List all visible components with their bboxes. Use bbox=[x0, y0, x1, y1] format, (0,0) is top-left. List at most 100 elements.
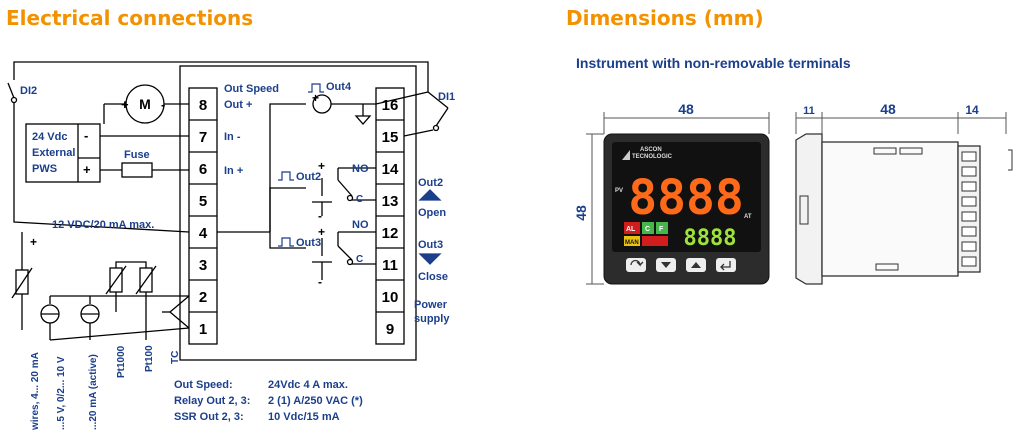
close-arrow-icon bbox=[418, 253, 442, 265]
terminal-8: 8 bbox=[199, 97, 207, 114]
out2-plus-sign: + bbox=[318, 159, 325, 173]
indicator-bar bbox=[642, 236, 668, 246]
electrical-connections-heading: Electrical connections bbox=[6, 6, 254, 30]
in-minus-label: In - bbox=[224, 131, 241, 143]
out2-relay-label: Out2 bbox=[296, 171, 321, 183]
terminal-2: 2 bbox=[199, 289, 207, 306]
wiring-diagram bbox=[7, 61, 449, 361]
out2-minus-sign: - bbox=[318, 209, 322, 223]
brand-line-2: TECNOLOGIC bbox=[632, 154, 673, 160]
in-plus-label: In + bbox=[224, 165, 243, 177]
c-label-out2: C bbox=[356, 194, 363, 205]
dimensions-subtitle: Instrument with non-removable terminals bbox=[576, 55, 851, 71]
enter-button[interactable] bbox=[716, 258, 736, 272]
down-arrow-icon bbox=[661, 262, 671, 268]
terminal-4: 4 bbox=[199, 225, 208, 242]
sensor-label-pt100: Pt100 bbox=[144, 345, 155, 372]
external-supply-box bbox=[25, 123, 101, 183]
terminal-5: 5 bbox=[199, 193, 207, 210]
supply-label: supply bbox=[414, 313, 450, 325]
side-label-2 bbox=[899, 147, 923, 155]
side-view: 11 48 14 bbox=[795, 101, 1013, 285]
fuse-label: Fuse bbox=[124, 149, 150, 161]
terminal-15: 15 bbox=[382, 129, 399, 146]
sensor-label-tc: TC bbox=[170, 351, 181, 364]
terminal-16: 16 bbox=[382, 97, 399, 114]
spec-value-1: 24Vdc 4 A max. bbox=[268, 379, 348, 391]
pulse-out2-icon bbox=[278, 171, 294, 181]
sensor-label-4-20ma: wires, 4... 20 mA bbox=[30, 352, 41, 431]
supply-line-3: PWS bbox=[32, 163, 57, 175]
indicator-c bbox=[642, 222, 654, 234]
terminal-10: 10 bbox=[382, 289, 399, 306]
terminal-14: 14 bbox=[382, 161, 399, 178]
pv-small-label: PV bbox=[615, 188, 623, 194]
spec-name-1: Out Speed: bbox=[174, 379, 233, 391]
indicator-f-label: F bbox=[659, 226, 664, 233]
spec-name-2: Relay Out 2, 3: bbox=[174, 395, 250, 407]
spec-value-2: 2 (1) A/250 VAC (*) bbox=[268, 395, 363, 407]
spec-name-3: SSR Out 2, 3: bbox=[174, 411, 244, 423]
terminal-13: 13 bbox=[382, 193, 399, 210]
c-label-out3: C bbox=[356, 254, 363, 265]
terminal-slots bbox=[961, 151, 977, 267]
motor-label: M bbox=[139, 96, 151, 112]
out3-plus-sign: + bbox=[318, 225, 325, 239]
front-height-label: 48 bbox=[573, 205, 589, 221]
side-label-1 bbox=[873, 147, 897, 155]
vdc-note: 12 VDC/20 mA max. bbox=[52, 219, 154, 231]
indicator-al bbox=[624, 222, 640, 234]
dimensions-heading: Dimensions (mm) bbox=[566, 6, 764, 30]
open-label: Open bbox=[418, 207, 446, 219]
supply-minus-sign: - bbox=[84, 128, 88, 143]
depth-long-label: 48 bbox=[880, 101, 896, 117]
wiring-labels: Out Speed Out + In - In + M + - 24 Vdc E… bbox=[20, 81, 455, 325]
fuse-symbol bbox=[121, 162, 153, 178]
side-bezel bbox=[795, 133, 823, 285]
out4-plus-sign: + bbox=[312, 91, 319, 105]
indicator-man-label: MAN bbox=[625, 240, 639, 246]
out4-label: Out4 bbox=[326, 81, 352, 93]
brand-line-1: ASCON bbox=[640, 147, 662, 153]
no-label-out2: NO bbox=[352, 163, 369, 175]
out3-side-label: Out3 bbox=[418, 239, 443, 251]
up-arrow-icon bbox=[691, 262, 701, 268]
sensor-labels: wires, 4... 20 mA ...5 V, 0/2... 10 V ..… bbox=[30, 345, 181, 431]
sensor-label-pt1000: Pt1000 bbox=[116, 345, 127, 378]
specs-table: Out Speed: 24Vdc 4 A max. Relay Out 2, 3… bbox=[174, 379, 363, 423]
terminal-9: 9 bbox=[386, 321, 394, 338]
side-housing bbox=[821, 141, 959, 277]
enter-icon bbox=[720, 261, 731, 271]
out2-side-label: Out2 bbox=[418, 177, 443, 189]
front-width-label: 48 bbox=[678, 101, 694, 117]
loop-button[interactable] bbox=[626, 258, 646, 272]
supply-line-1: 24 Vdc bbox=[32, 131, 67, 143]
di2-label: DI2 bbox=[20, 85, 37, 97]
out-speed-label: Out Speed bbox=[224, 83, 279, 95]
indicator-c-label: C bbox=[645, 226, 650, 233]
terminal-1: 1 bbox=[199, 321, 207, 338]
out-plus-label: Out + bbox=[224, 99, 252, 111]
instrument-outline bbox=[179, 65, 417, 361]
at-small-label: AT bbox=[744, 214, 752, 220]
no-label-out3: NO bbox=[352, 219, 369, 231]
terminal-11: 11 bbox=[382, 257, 398, 274]
sensor-plus-sign: + bbox=[30, 235, 37, 249]
out3-relay-label: Out3 bbox=[296, 237, 321, 249]
motor-minus-sign: - bbox=[161, 97, 165, 112]
open-arrow-icon bbox=[418, 189, 442, 201]
brand-logo-icon bbox=[622, 150, 630, 160]
terminal-12: 12 bbox=[382, 225, 399, 242]
sensor-label-active: ...20 mA (active) bbox=[88, 354, 99, 430]
motor-plus-sign: + bbox=[121, 97, 129, 112]
spec-value-3: 10 Vdc/15 mA bbox=[268, 411, 340, 423]
left-terminal-numbers: 8 7 6 5 4 3 2 1 bbox=[199, 97, 208, 338]
power-label: Power bbox=[414, 299, 448, 311]
close-label: Close bbox=[418, 271, 448, 283]
pulse-out3-icon bbox=[278, 237, 294, 247]
supply-plus-sign: + bbox=[83, 162, 91, 177]
indicator-f bbox=[656, 222, 668, 234]
supply-line-2: External bbox=[32, 147, 75, 159]
sv-display: 8888 bbox=[684, 226, 737, 251]
